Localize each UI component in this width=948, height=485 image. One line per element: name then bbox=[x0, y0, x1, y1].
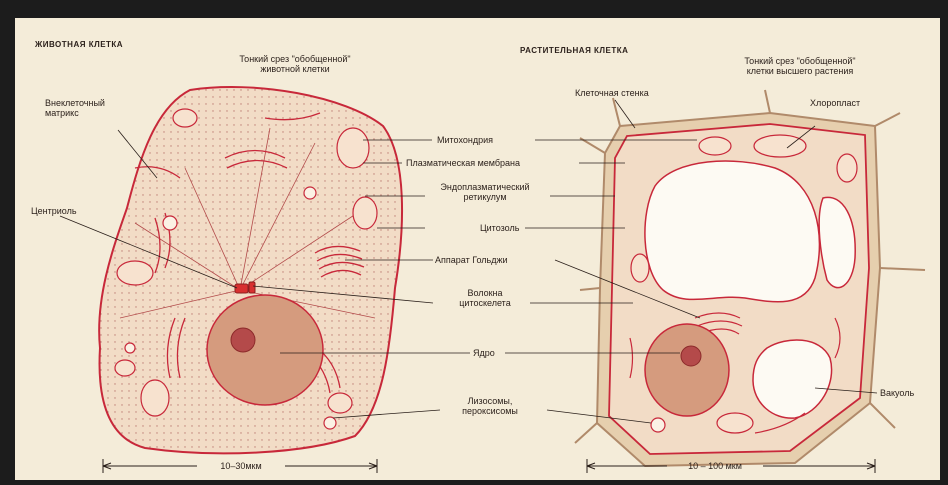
animal-nucleus bbox=[207, 295, 323, 405]
label-extracellular-matrix-2: матрикс bbox=[45, 108, 79, 118]
diagram-plate: ЖИВОТНАЯ КЛЕТКА Тонкий срез "обобщенной"… bbox=[15, 18, 940, 480]
label-er-line2: ретикулум bbox=[430, 192, 540, 202]
animal-nucleolus bbox=[231, 328, 255, 352]
label-golgi: Аппарат Гольджи bbox=[435, 255, 508, 265]
label-extracellular-matrix-1: Внеклеточный bbox=[45, 98, 105, 108]
animal-centriole bbox=[235, 284, 248, 293]
label-cytosol: Цитозоль bbox=[480, 223, 519, 233]
animal-subtitle-line1: Тонкий срез "обобщенной" bbox=[210, 54, 380, 64]
label-vacuole: Вакуоль bbox=[880, 388, 914, 398]
label-er-line1: Эндоплазматический bbox=[430, 182, 540, 192]
plant-cell-header: РАСТИТЕЛЬНАЯ КЛЕТКА bbox=[520, 46, 628, 55]
plant-vacuole-main bbox=[645, 161, 820, 302]
animal-cell bbox=[99, 87, 402, 453]
label-cell-wall: Клеточная стенка bbox=[575, 88, 649, 98]
label-lysosomes-line1: Лизосомы, bbox=[435, 396, 545, 406]
label-nucleus: Ядро bbox=[473, 348, 495, 358]
label-mitochondria: Митохондрия bbox=[437, 135, 493, 145]
label-cytoskeleton-line2: цитоскелета bbox=[435, 298, 535, 308]
label-plasma-membrane: Плазматическая мембрана bbox=[406, 158, 520, 168]
animal-cell-header: ЖИВОТНАЯ КЛЕТКА bbox=[35, 40, 123, 49]
label-cytoskeleton-line1: Волокна bbox=[435, 288, 535, 298]
plant-peroxisome bbox=[651, 418, 665, 432]
label-centriole: Центриоль bbox=[31, 206, 77, 216]
label-chloroplast: Хлоропласт bbox=[810, 98, 860, 108]
plant-nucleolus bbox=[681, 346, 701, 366]
plant-cell bbox=[575, 90, 925, 466]
plant-scale-label: 10 – 100 мкм bbox=[667, 461, 763, 471]
plant-subtitle-line1: Тонкий срез "обобщенной" bbox=[710, 56, 890, 66]
animal-scale-label: 10–30мкм bbox=[197, 461, 285, 471]
animal-subtitle-line2: животной клетки bbox=[210, 64, 380, 74]
label-lysosomes-line2: пероксисомы bbox=[435, 406, 545, 416]
plant-nucleus bbox=[645, 324, 729, 416]
plant-subtitle-line2: клетки высшего растения bbox=[710, 66, 890, 76]
